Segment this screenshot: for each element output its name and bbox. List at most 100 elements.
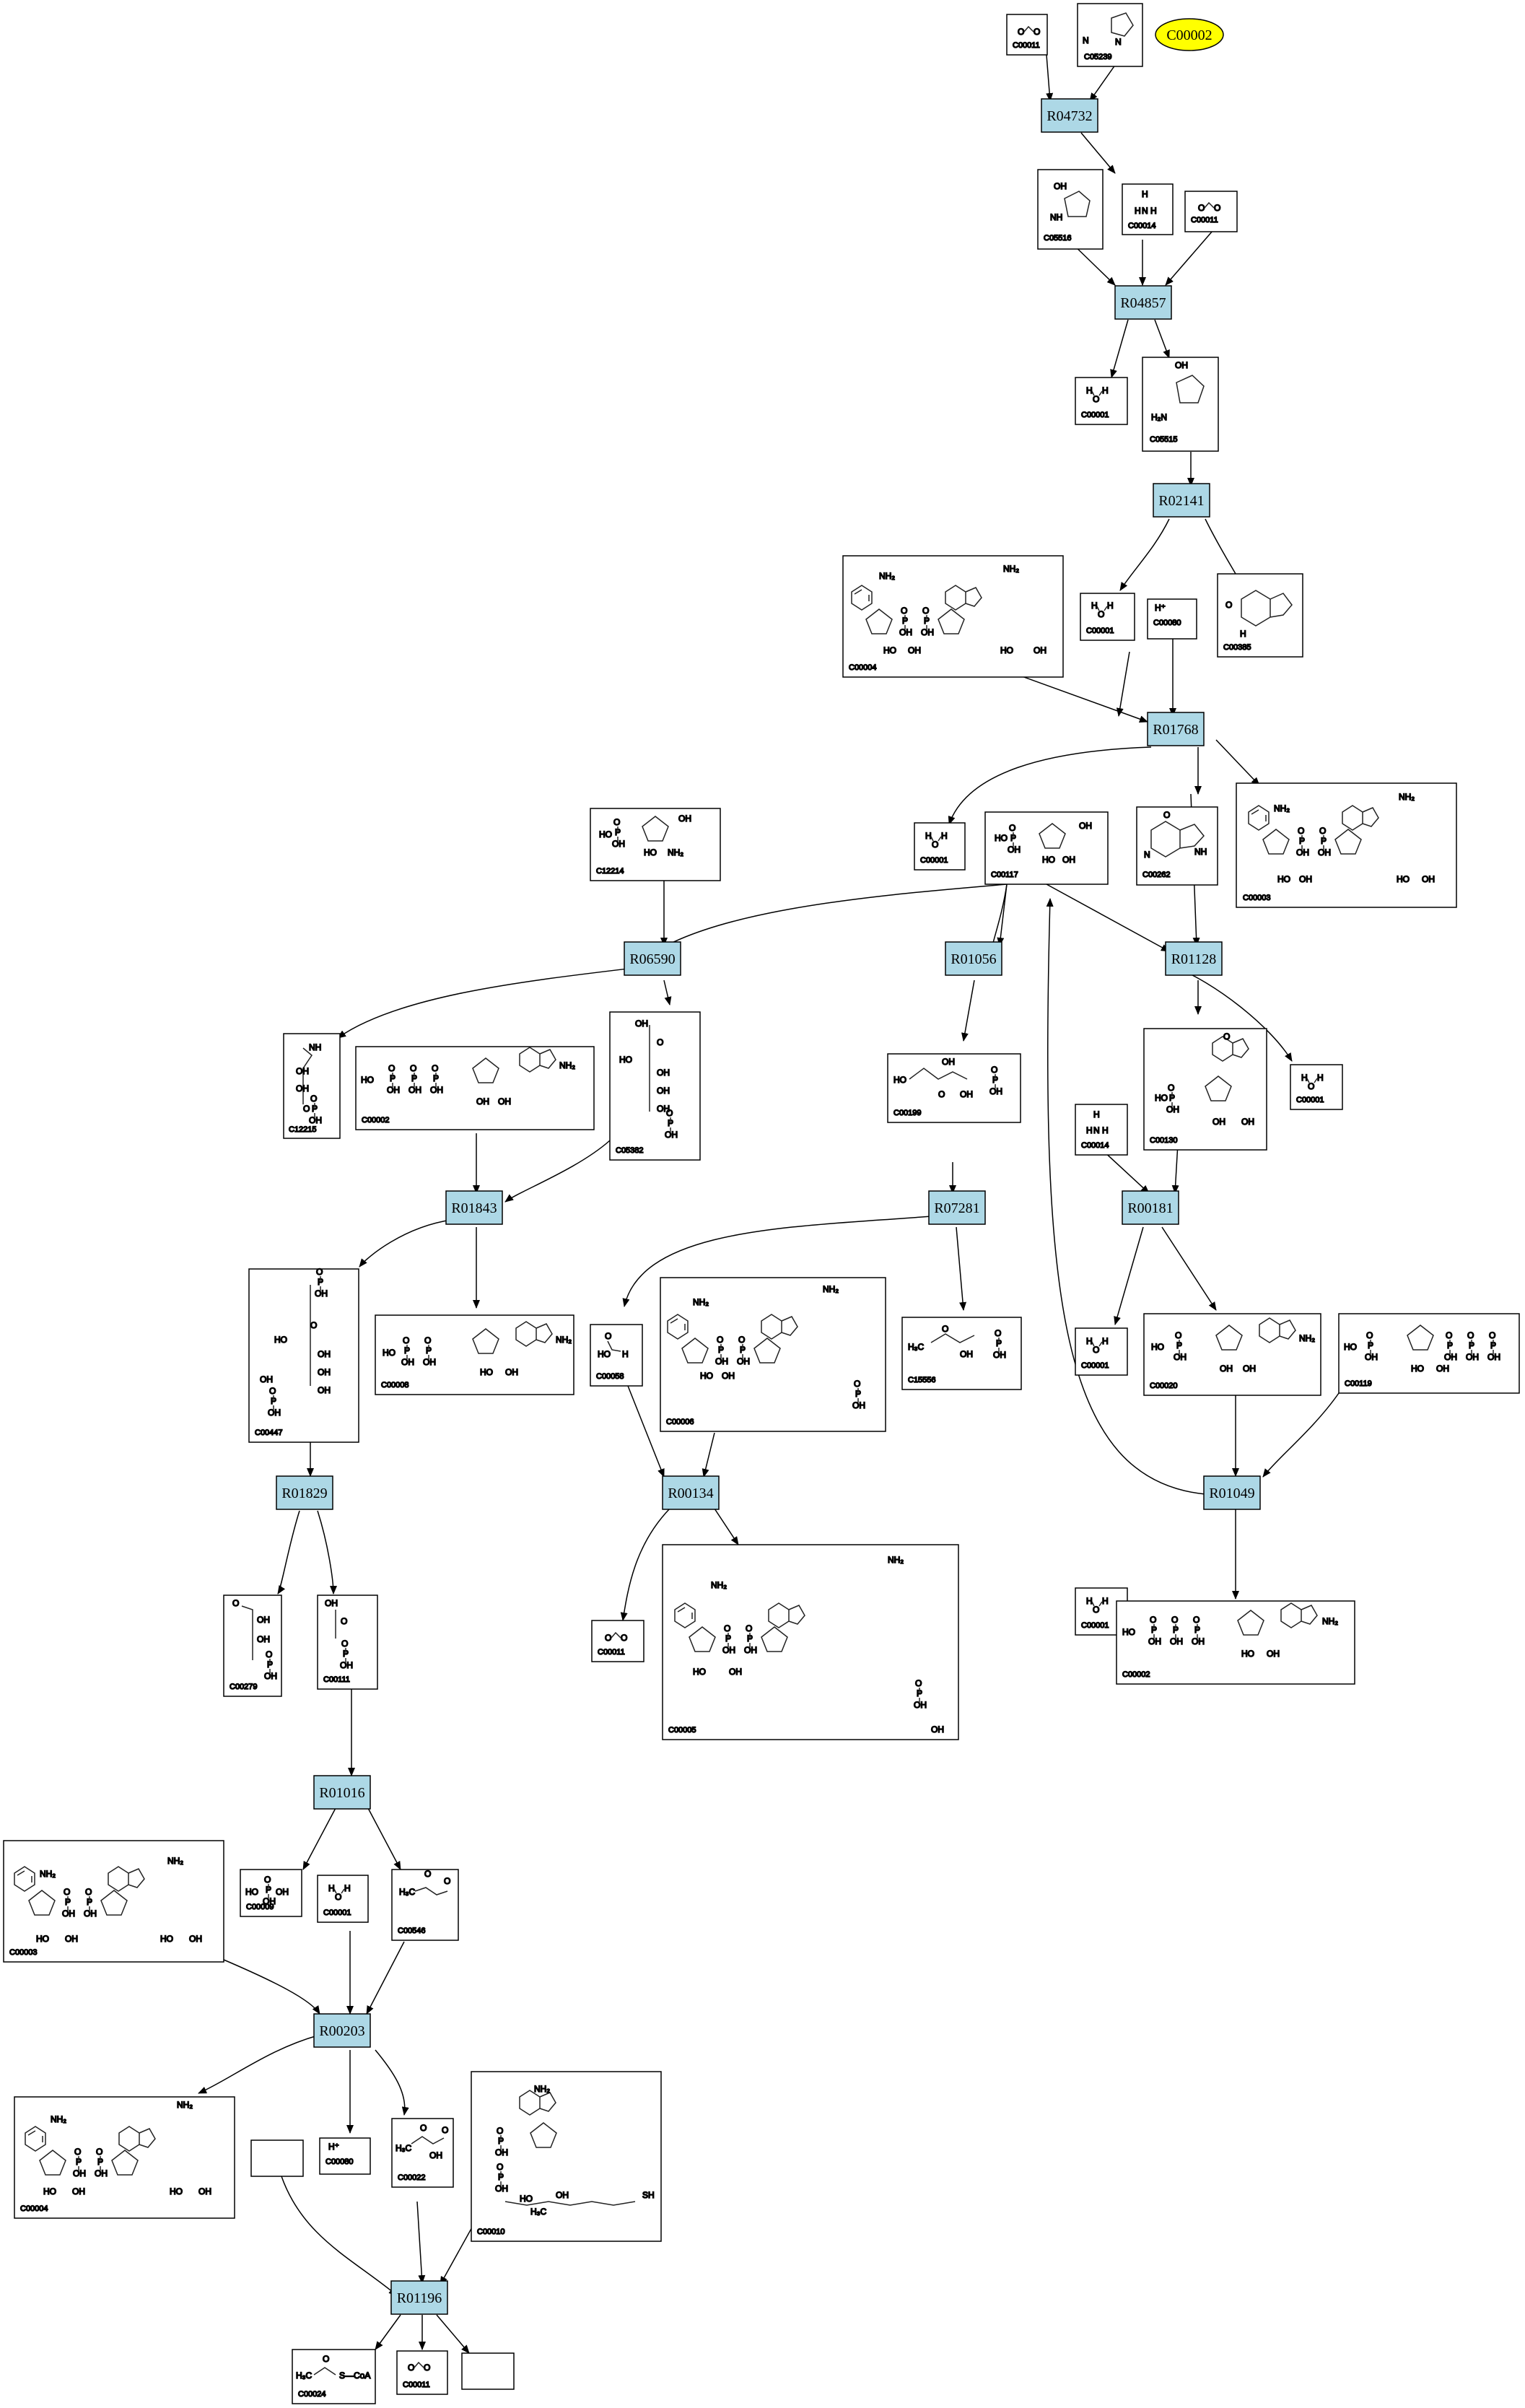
compound-C00011-second[interactable]: C00011 [1184, 191, 1238, 232]
svg-text:O: O [938, 1089, 945, 1099]
compound-empty-right[interactable] [461, 2352, 515, 2390]
svg-text:O: O [942, 1324, 948, 1334]
compound-empty-left[interactable] [250, 2139, 304, 2177]
compound-C00001-third[interactable]: C00001 [914, 822, 966, 871]
svg-text:C00014: C00014 [1081, 1141, 1109, 1150]
reaction-R00134[interactable]: R00134 [662, 1475, 720, 1510]
svg-text:O: O [310, 1320, 317, 1330]
svg-text:OH: OH [908, 645, 921, 655]
svg-text:C00262: C00262 [1142, 871, 1171, 879]
reaction-R01843[interactable]: R01843 [445, 1190, 503, 1225]
reaction-R00181[interactable]: R00181 [1122, 1190, 1179, 1225]
reaction-label: R04857 [1120, 295, 1166, 311]
reaction-R01128[interactable]: R01128 [1165, 941, 1223, 976]
compound-C00011-middle[interactable]: C00011 [591, 1620, 644, 1662]
svg-text:C00001: C00001 [1081, 1361, 1109, 1370]
svg-text:C00058: C00058 [596, 1372, 624, 1381]
svg-text:OH: OH [729, 1667, 742, 1677]
svg-text:H₃C: H₃C [399, 1887, 416, 1897]
svg-text:C00011: C00011 [1013, 41, 1040, 50]
reaction-R01056[interactable]: R01056 [945, 941, 1002, 976]
reaction-R01829[interactable]: R01829 [276, 1475, 333, 1510]
compound-C00001-first[interactable]: C00001 [1075, 377, 1128, 425]
svg-text:OH: OH [1241, 1117, 1254, 1127]
highlight-node[interactable]: C00002 [1155, 18, 1224, 51]
reaction-R02141[interactable]: R02141 [1153, 483, 1210, 518]
compound-C00080-second[interactable]: H⁺C00080 [319, 2137, 371, 2175]
svg-text:HO: HO [598, 1349, 611, 1359]
svg-text:HO: HO [1411, 1364, 1424, 1374]
svg-text:HO: HO [1241, 1649, 1254, 1659]
compound-C00001-fifth[interactable]: C00001 [1075, 1327, 1128, 1376]
reaction-R01768[interactable]: R01768 [1147, 712, 1205, 746]
compound-C00001-second[interactable]: C00001 [1080, 593, 1135, 641]
svg-text:C00111: C00111 [323, 1675, 350, 1684]
reaction-R04857[interactable]: R04857 [1114, 285, 1172, 320]
compound-C00011-top[interactable]: C00011 [1006, 14, 1048, 56]
svg-text:O: O [444, 1876, 450, 1886]
reaction-R07281[interactable]: R07281 [928, 1190, 986, 1225]
compound-C00001-fourth[interactable]: C00001 [1290, 1064, 1343, 1110]
svg-text:OH: OH [960, 1349, 973, 1359]
svg-text:NH₂: NH₂ [693, 1297, 709, 1307]
svg-text:OH: OH [276, 1887, 289, 1897]
reaction-R00203[interactable]: R00203 [313, 2013, 371, 2048]
svg-text:NH₂: NH₂ [1399, 792, 1415, 802]
compound-C00011-bottom[interactable]: C00011 [396, 2350, 448, 2395]
reaction-R01049[interactable]: R01049 [1203, 1475, 1261, 1510]
svg-text:O: O [323, 2354, 329, 2364]
svg-text:NH₂: NH₂ [1003, 564, 1019, 574]
reaction-R01016[interactable]: R01016 [313, 1775, 371, 1810]
reaction-R01196[interactable]: R01196 [390, 2280, 448, 2315]
svg-text:OH: OH [722, 1371, 735, 1381]
svg-text:HO: HO [274, 1335, 287, 1345]
svg-text:O: O [1223, 1031, 1230, 1042]
svg-text:O: O [341, 1616, 347, 1626]
svg-text:C00001: C00001 [1081, 1621, 1109, 1630]
compound-C00080-first[interactable]: H⁺C00080 [1147, 598, 1197, 640]
reaction-label: R07281 [934, 1200, 979, 1216]
svg-text:C00001: C00001 [1081, 411, 1109, 419]
svg-text:OH: OH [260, 1374, 273, 1384]
compound-C00001-seventh[interactable]: C00001 [317, 1875, 369, 1923]
svg-text:C00009: C00009 [246, 1903, 274, 1911]
reaction-R04732[interactable]: R04732 [1041, 98, 1098, 133]
reaction-R06590[interactable]: R06590 [624, 941, 681, 976]
svg-text:H: H [1135, 206, 1141, 216]
